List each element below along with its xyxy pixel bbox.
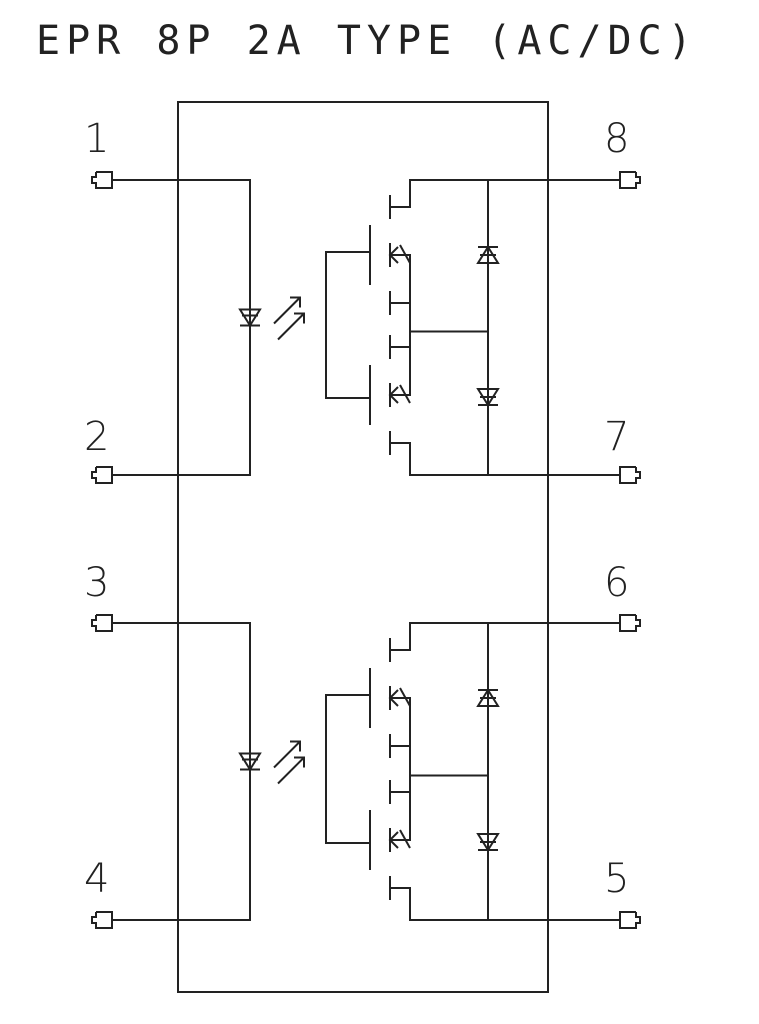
pin-label-1: 1: [84, 116, 109, 162]
pin-label-8: 8: [604, 116, 629, 162]
light-arrow-head-2-1: [294, 756, 305, 768]
mosfet2-arrow-tail-1: [399, 384, 411, 404]
light-arrow-head-1-0: [290, 296, 301, 308]
light-arrow-2-0: [273, 740, 301, 769]
pin-label-3: 3: [84, 560, 109, 606]
input-loop-wire-1: [112, 179, 251, 476]
light-arrow-head-2-0: [290, 740, 301, 752]
led-symbol-2: [238, 752, 262, 772]
mosfet1-arrow-tail-2: [399, 687, 411, 707]
gate-drive-wire-1: [325, 251, 370, 399]
terminal-pin-4: [91, 911, 113, 929]
led-symbol-1: [238, 308, 262, 328]
light-arrow-2-1: [277, 756, 305, 785]
mosfet1-source-wire-1: [390, 254, 411, 332]
relay-channel-1: [91, 171, 641, 484]
pin-label-6: 6: [604, 560, 629, 606]
terminal-pin-8: [619, 171, 641, 189]
light-arrow-1-1: [277, 312, 305, 341]
terminal-pin-3: [91, 614, 113, 632]
pin-label-2: 2: [84, 414, 109, 460]
mosfet2-arrow-tail-2: [399, 829, 411, 849]
mosfet1-drain-wire-1: [390, 179, 620, 208]
mosfet2-source-wire-2: [390, 775, 411, 841]
input-loop-wire-2: [112, 622, 251, 921]
terminal-pin-2: [91, 466, 113, 484]
package-body: [177, 101, 549, 993]
light-arrow-head-1-1: [294, 312, 305, 324]
mosfet2-source-wire-1: [390, 331, 411, 396]
mosfet2-arrow-1: [388, 386, 399, 404]
mosfet1-arrow-tail-1: [399, 244, 411, 264]
light-arrow-1-0: [273, 296, 301, 325]
pin-label-7: 7: [604, 414, 629, 460]
diagram-title: EPR 8P 2A TYPE (AC/DC): [36, 18, 698, 64]
mosfet2-drain-wire-1: [390, 442, 620, 476]
mosfet2-arrow-2: [388, 831, 399, 849]
mosfet1-arrow-1: [388, 246, 399, 264]
mosfet1-arrow-2: [388, 689, 399, 707]
pin-label-4: 4: [84, 856, 109, 902]
mosfet2-drain-wire-2: [390, 887, 620, 921]
terminal-pin-5: [619, 911, 641, 929]
mosfet1-drain-wire-2: [390, 622, 620, 651]
terminal-pin-6: [619, 614, 641, 632]
terminal-pin-1: [91, 171, 113, 189]
gate-drive-wire-2: [325, 694, 370, 844]
pin-label-5: 5: [604, 856, 629, 902]
relay-channel-2: [91, 614, 641, 929]
terminal-pin-7: [619, 466, 641, 484]
mosfet1-source-wire-2: [390, 697, 411, 776]
